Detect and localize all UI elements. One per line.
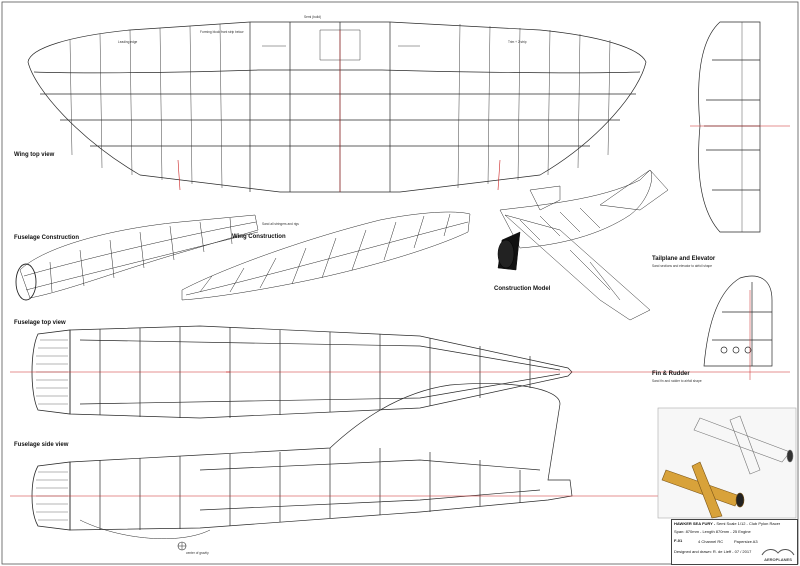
- construction-model-drawing: [497, 169, 669, 321]
- fuselage-top-view-label: Fuselage top view: [14, 320, 66, 326]
- fuselage-construction-drawing: [15, 214, 259, 301]
- fuselage-side-view-label: Fuselage side view: [14, 442, 69, 448]
- title-name: HAWKER SEA FURY: [674, 521, 713, 526]
- title-block: HAWKER SEA FURY - Semi Scale 1/12 - Club…: [671, 519, 798, 565]
- tailplane-elevator-label: Tailplane and Elevator: [652, 256, 716, 262]
- center-gravity-note: center of gravity: [186, 551, 209, 555]
- title-channel: 4 Channel RC: [698, 539, 724, 544]
- fin-rudder-drawing: [703, 275, 773, 380]
- wing-note-leading-edge: Leading edge: [118, 40, 138, 44]
- svg-text:AEROPLANES: AEROPLANES: [764, 557, 792, 562]
- title-subtitle: Semi Scale 1/12 - Club Pylon Racer: [716, 521, 781, 526]
- wing-note-forming-block: Forming block front strip below: [200, 30, 244, 34]
- wing-note-trim: Trim + 2 strip: [508, 40, 527, 44]
- wing-top-view-drawing: [27, 21, 647, 193]
- model-rendering: [657, 407, 797, 519]
- fin-rudder-label: Fin & Rudder: [652, 371, 690, 377]
- construction-model-label: Construction Model: [494, 286, 551, 292]
- fuselage-side-view-drawing: [10, 383, 790, 551]
- fin-note: Sand fin and rudder to airfoil shape: [652, 379, 702, 383]
- wing-note-semi: Semi (build): [304, 15, 322, 19]
- wing-construction-drawing: [181, 211, 471, 301]
- fuselage-construction-label: Fuselage Construction: [14, 235, 80, 241]
- wing-top-view-label: Wing top view: [14, 152, 55, 158]
- wing-construction-label: Wing Construction: [232, 234, 286, 240]
- fuselage-top-view-drawing: [10, 325, 790, 419]
- aeroplanes-logo: AEROPLANES: [761, 549, 795, 562]
- tailplane-elevator-drawing: [690, 21, 790, 233]
- title-code: F-01: [674, 538, 683, 543]
- title-designed: Designed and drawn: R. de Lieff - 07 / 2…: [674, 549, 752, 554]
- title-paper: Papersize A3: [734, 539, 758, 544]
- title-spec: Span: 870mm - Length 870mm - 25 Engine: [674, 529, 751, 534]
- tail-note: Sand sections and elevator to airfoil sh…: [652, 264, 713, 268]
- wing-strip-note: Sand all stringers and rigs: [262, 222, 299, 226]
